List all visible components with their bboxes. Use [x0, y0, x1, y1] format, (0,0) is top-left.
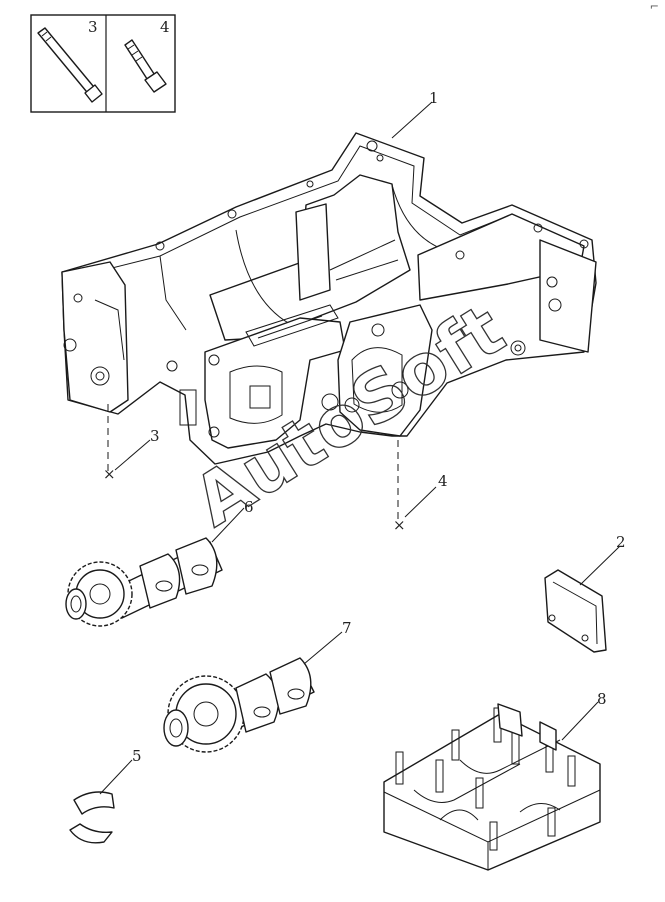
leader-1	[391, 101, 433, 139]
inset-label-3: 3	[88, 18, 98, 36]
callout-4: 4	[438, 472, 448, 490]
long-bolt-icon	[37, 27, 103, 103]
leader-5	[99, 759, 133, 795]
balance-shaft-part-6	[65, 537, 223, 627]
cross-mark-3: ×	[103, 465, 116, 483]
leader-7	[303, 631, 343, 665]
corner-mark: ⌐	[649, 0, 659, 13]
callout-5: 5	[132, 747, 142, 765]
callout-1: 1	[429, 89, 439, 107]
callout-8: 8	[597, 690, 607, 708]
leader-4	[404, 486, 437, 518]
leader-8	[561, 701, 599, 741]
callout-7: 7	[342, 619, 352, 637]
cover-part-2	[544, 569, 607, 653]
balance-shaft-part-7	[163, 657, 315, 753]
inset-box: 3 4	[30, 14, 176, 113]
callout-3: 3	[150, 427, 160, 445]
leader-3	[114, 439, 151, 471]
cross-mark-4: ×	[393, 516, 406, 534]
leader-2	[579, 545, 621, 586]
bearing-shells-part-5	[69, 791, 115, 844]
callout-6: 6	[244, 498, 254, 516]
leader-6	[211, 507, 245, 543]
bearing-ladder-part-8	[383, 703, 601, 871]
engine-block-part-1	[61, 132, 597, 465]
inset-label-4: 4	[160, 18, 170, 36]
callout-2: 2	[616, 533, 626, 551]
short-bolt-icon	[124, 39, 167, 93]
